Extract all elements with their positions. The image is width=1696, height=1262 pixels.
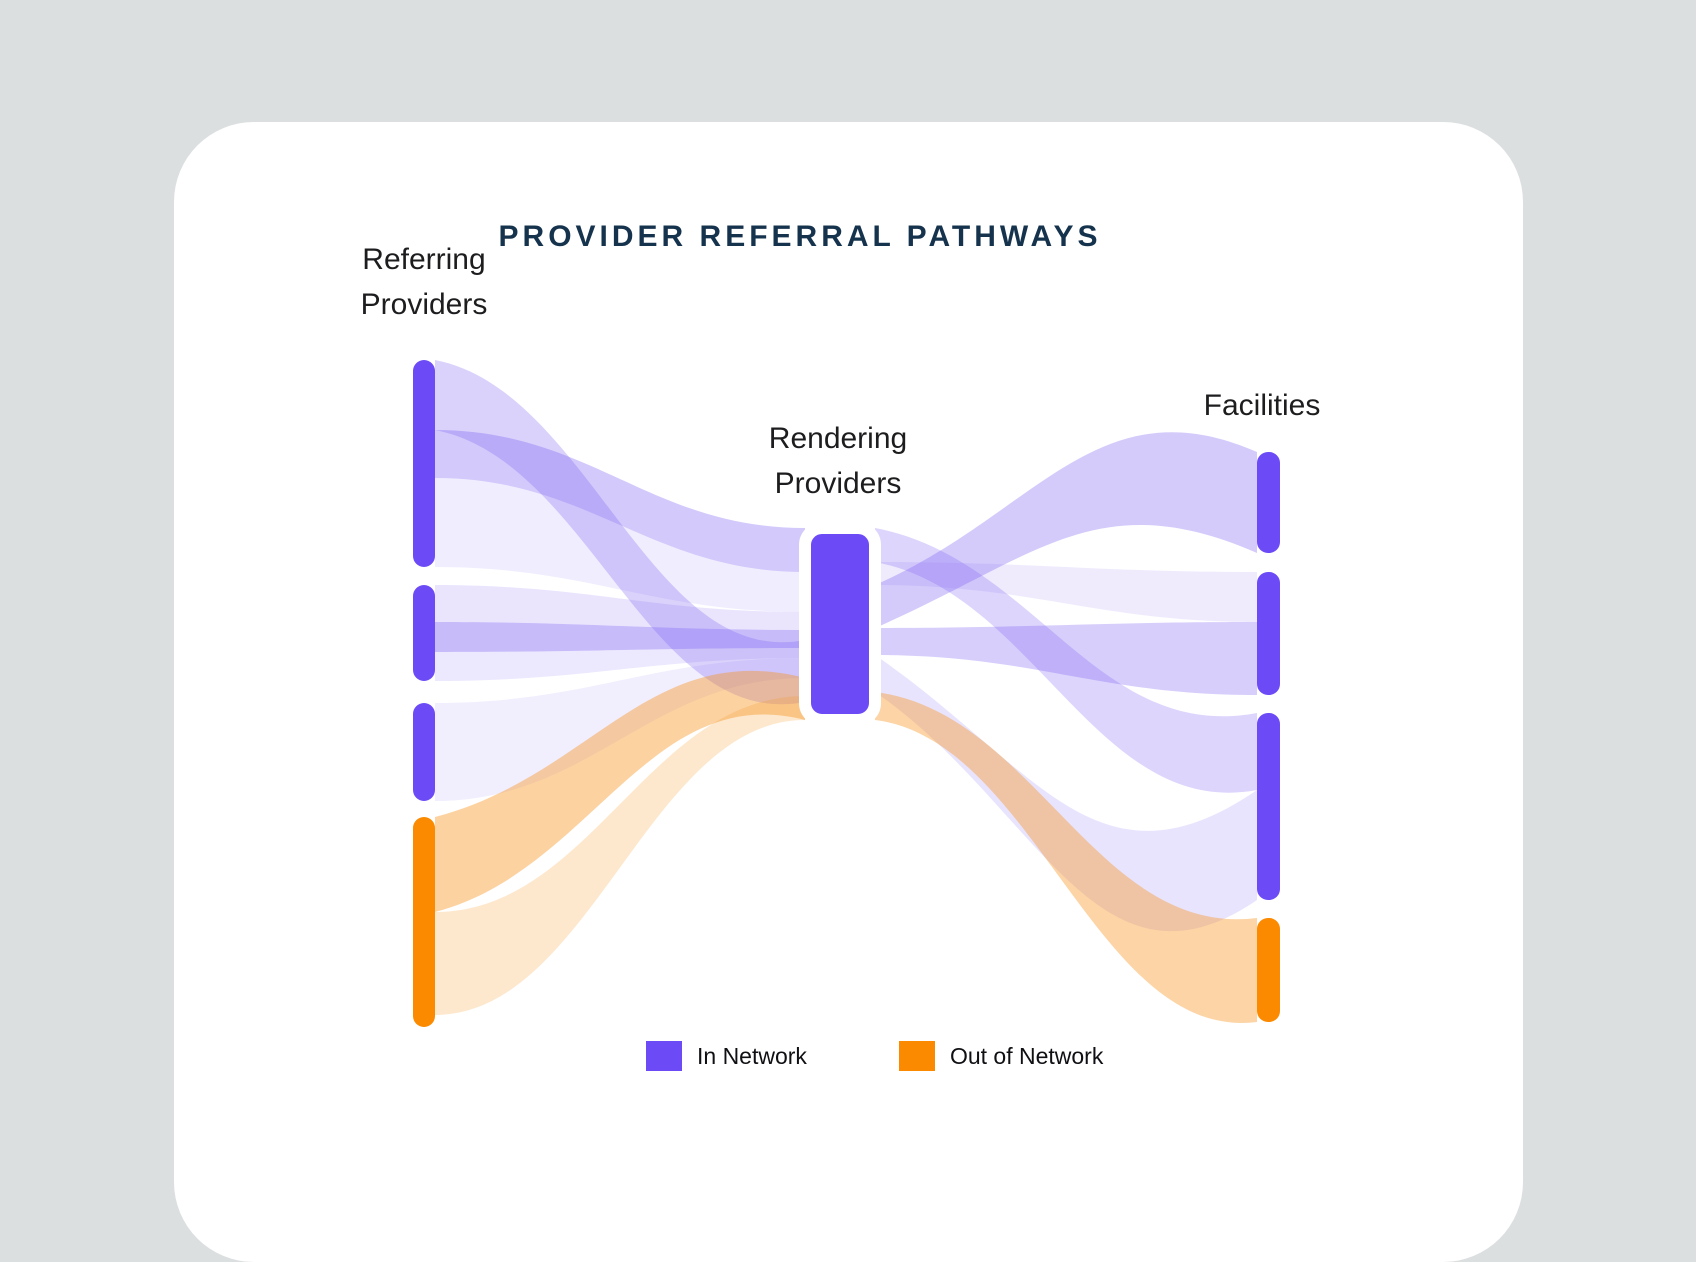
node-facility-3	[1257, 713, 1280, 900]
column-label-line: Providers	[360, 288, 488, 321]
in-network-swatch-icon	[646, 1041, 682, 1071]
column-label-rendering-providers: Rendering Providers	[769, 416, 907, 506]
flow-referring-3-to-rendering	[435, 658, 805, 801]
flow-referring-4-to-rendering	[435, 670, 805, 912]
legend-item-out-of-network: Out of Network	[898, 1041, 1104, 1071]
flow-rendering-to-facility-3	[875, 528, 1257, 793]
node-facility-1	[1257, 452, 1280, 553]
flow-referring-2-to-rendering	[435, 585, 805, 630]
chart-title: PROVIDER REFERRAL PATHWAYS	[498, 220, 1102, 253]
flow-referring-1-to-rendering	[435, 478, 805, 612]
node-rendering	[799, 522, 881, 726]
node-referring-1	[413, 360, 435, 567]
column-label-referring-providers: Referring Providers	[361, 237, 488, 327]
node-referring-4	[413, 817, 435, 1027]
flow-rendering-to-facility-4	[875, 692, 1257, 1023]
flow-referring-2-to-rendering	[435, 648, 805, 681]
column-label-line: Rendering	[768, 422, 908, 455]
column-label-line: Referring	[362, 243, 486, 276]
flow-referring-2-to-rendering	[435, 622, 805, 652]
node-facility-2	[1257, 572, 1280, 695]
node-referring-2	[413, 585, 435, 681]
legend: In Network Out of Network	[646, 1041, 1103, 1071]
out-of-network-swatch-icon	[898, 1041, 935, 1071]
node-referring-3	[413, 703, 435, 801]
node-facility-4	[1257, 918, 1280, 1022]
flow-rendering-to-facility-3	[875, 655, 1257, 932]
legend-label: Out of Network	[949, 1042, 1104, 1069]
flow-rendering-to-facility-2	[875, 562, 1257, 622]
flow-referring-1-to-rendering	[435, 430, 805, 572]
flow-rendering-to-facility-2	[875, 622, 1257, 695]
column-label-facilities: Facilities	[1203, 389, 1321, 422]
flow-rendering-to-facility-1	[875, 432, 1257, 628]
sankey-svg	[413, 360, 1280, 1027]
column-label-line: Providers	[774, 467, 902, 500]
legend-label: In Network	[697, 1042, 807, 1069]
flow-referring-1-to-rendering	[435, 360, 805, 705]
flow-referring-4-to-rendering	[435, 696, 805, 1015]
legend-item-in-network: In Network	[646, 1041, 807, 1071]
